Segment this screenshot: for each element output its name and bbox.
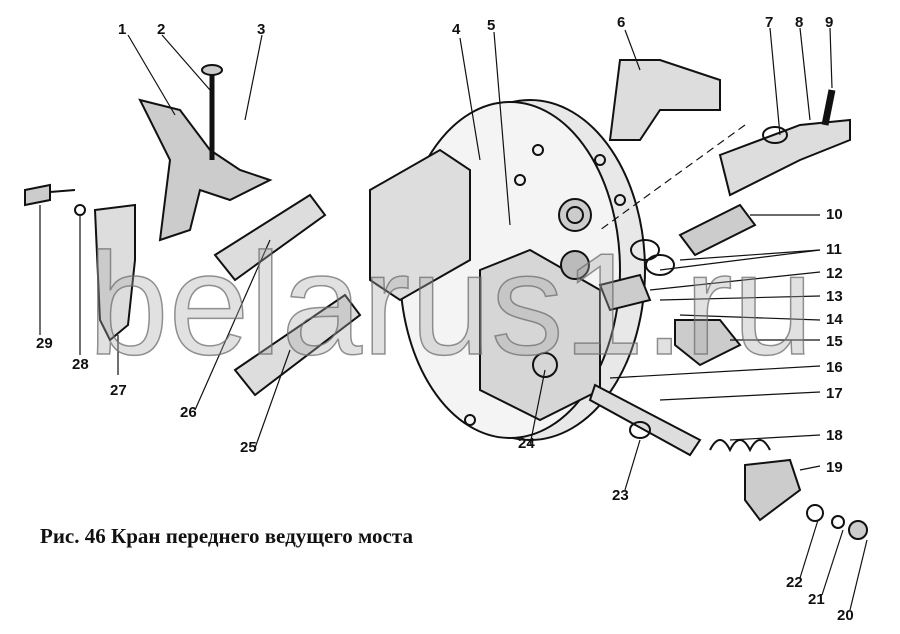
part-label-29: 29	[36, 335, 53, 352]
part-label-6: 6	[617, 14, 626, 31]
part-label-10: 10	[826, 206, 843, 223]
part-label-18: 18	[826, 427, 843, 444]
leader-lines	[39, 27, 868, 611]
lever-8	[718, 118, 851, 197]
bolt-29	[24, 183, 76, 207]
hollow-bolt-10	[678, 203, 757, 257]
part-label-3: 3	[257, 21, 266, 38]
plug-15	[674, 319, 742, 367]
part-label-22: 22	[786, 574, 803, 591]
lever-19	[744, 458, 802, 522]
pin-26	[213, 193, 327, 282]
part-label-25: 25	[240, 439, 257, 456]
spring-18	[709, 439, 771, 453]
lever-1	[138, 98, 273, 242]
part-label-2: 2	[157, 21, 166, 38]
part-label-11: 11	[826, 241, 842, 258]
part-label-17: 17	[826, 385, 843, 402]
part-label-26: 26	[180, 404, 197, 421]
part-label-4: 4	[452, 21, 461, 38]
part-label-24: 24	[518, 435, 535, 452]
part-label-12: 12	[826, 265, 843, 282]
part-label-27: 27	[110, 382, 127, 399]
valve-body-rear	[369, 148, 471, 302]
part-label-9: 9	[825, 14, 834, 31]
part-label-21: 21	[808, 591, 825, 608]
part-label-14: 14	[826, 311, 843, 328]
part-label-5: 5	[487, 17, 496, 34]
part-label-1: 1	[118, 21, 127, 38]
figure-caption: Рис. 46 Кран переднего ведущего моста	[40, 524, 413, 548]
shaft-17	[588, 383, 702, 457]
part-label-28: 28	[72, 356, 89, 373]
plunger-12	[598, 273, 652, 312]
lever-6	[608, 59, 721, 141]
part-label-15: 15	[826, 333, 843, 350]
bracket-27	[93, 203, 136, 342]
part-label-8: 8	[795, 14, 804, 31]
part-label-16: 16	[826, 359, 843, 376]
part-label-23: 23	[612, 487, 629, 504]
part-label-7: 7	[765, 14, 774, 31]
part-label-13: 13	[826, 288, 843, 305]
part-label-19: 19	[826, 459, 843, 476]
shaft-25	[233, 293, 362, 397]
part-label-20: 20	[837, 607, 854, 624]
